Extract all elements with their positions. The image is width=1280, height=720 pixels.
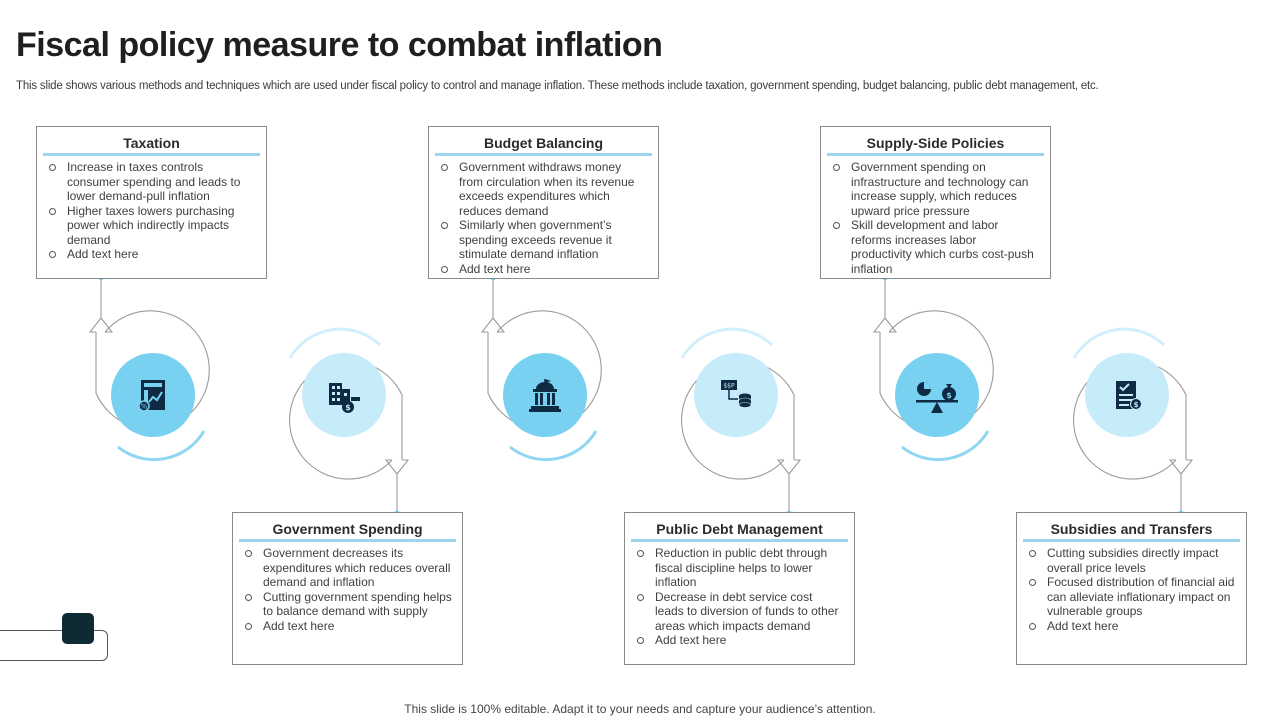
budget-balancing-icon-disc xyxy=(503,353,587,437)
list-item: Increase in taxes controls consumer spen… xyxy=(43,160,260,204)
bank-building-icon xyxy=(529,379,561,412)
card-list: Cutting subsidies directly impact overal… xyxy=(1023,546,1240,633)
card-taxation: Taxation Increase in taxes controls cons… xyxy=(36,126,267,279)
subsidies-icon-disc: $ xyxy=(1085,353,1169,437)
card-title: Taxation xyxy=(43,135,260,156)
tax-document-icon: % xyxy=(138,380,165,412)
footer-note: This slide is 100% editable. Adapt it to… xyxy=(404,702,876,716)
list-item: Cutting government spending helps to bal… xyxy=(239,590,456,619)
checklist-money-icon: $ xyxy=(1116,381,1142,410)
page-subtitle: This slide shows various methods and tec… xyxy=(16,80,1099,92)
card-title: Subsidies and Transfers xyxy=(1023,521,1240,542)
card-title: Government Spending xyxy=(239,521,456,542)
card-list: Reduction in public debt through fiscal … xyxy=(631,546,848,648)
card-list: Government spending on infrastructure an… xyxy=(827,160,1044,276)
svg-text:$: $ xyxy=(946,391,952,400)
debt-money-coins-icon: $$P xyxy=(721,380,752,408)
card-title: Public Debt Management xyxy=(631,521,848,542)
card-title: Supply-Side Policies xyxy=(827,135,1044,156)
card-list: Government decreases its expenditures wh… xyxy=(239,546,456,633)
svg-text:$: $ xyxy=(1134,401,1139,409)
card-government-spending: Government Spending Government decreases… xyxy=(232,512,463,665)
public-debt-icon-disc: $$P xyxy=(694,353,778,437)
card-budget-balancing: Budget Balancing Government withdraws mo… xyxy=(428,126,659,279)
card-list: Government withdraws money from circulat… xyxy=(435,160,652,276)
list-item: Similarly when government’s spending exc… xyxy=(435,218,652,262)
svg-text:$$P: $$P xyxy=(723,383,735,390)
card-title: Budget Balancing xyxy=(435,135,652,156)
taxation-icon-disc: % xyxy=(111,353,195,437)
government-building-money-icon: $ xyxy=(329,383,360,413)
card-supply-side-policies: Supply-Side Policies Government spending… xyxy=(820,126,1051,279)
svg-text:%: % xyxy=(141,403,148,411)
nav-slider-thumb[interactable] xyxy=(62,613,94,644)
list-item: Government decreases its expenditures wh… xyxy=(239,546,456,590)
list-item: Government withdraws money from circulat… xyxy=(435,160,652,218)
balance-scale-icon: $ xyxy=(916,382,958,413)
list-item: Add text here xyxy=(1023,619,1240,634)
list-item: Add text here xyxy=(239,619,456,634)
list-item: Higher taxes lowers purchasing power whi… xyxy=(43,204,260,248)
list-item: Cutting subsidies directly impact overal… xyxy=(1023,546,1240,575)
list-item: Government spending on infrastructure an… xyxy=(827,160,1044,218)
page-title: Fiscal policy measure to combat inflatio… xyxy=(16,26,663,64)
card-public-debt-management: Public Debt Management Reduction in publ… xyxy=(624,512,855,665)
list-item: Reduction in public debt through fiscal … xyxy=(631,546,848,590)
list-item: Add text here xyxy=(43,247,260,262)
card-list: Increase in taxes controls consumer spen… xyxy=(43,160,260,262)
list-item: Decrease in debt service cost leads to d… xyxy=(631,590,848,634)
list-item: Add text here xyxy=(631,633,848,648)
list-item: Focused distribution of financial aid ca… xyxy=(1023,575,1240,619)
svg-text:$: $ xyxy=(345,403,351,412)
list-item: Skill development and labor reforms incr… xyxy=(827,218,1044,276)
card-subsidies-and-transfers: Subsidies and Transfers Cutting subsidie… xyxy=(1016,512,1247,665)
government-spending-icon-disc: $ xyxy=(302,353,386,437)
supply-side-icon-disc: $ xyxy=(895,353,979,437)
list-item: Add text here xyxy=(435,262,652,277)
